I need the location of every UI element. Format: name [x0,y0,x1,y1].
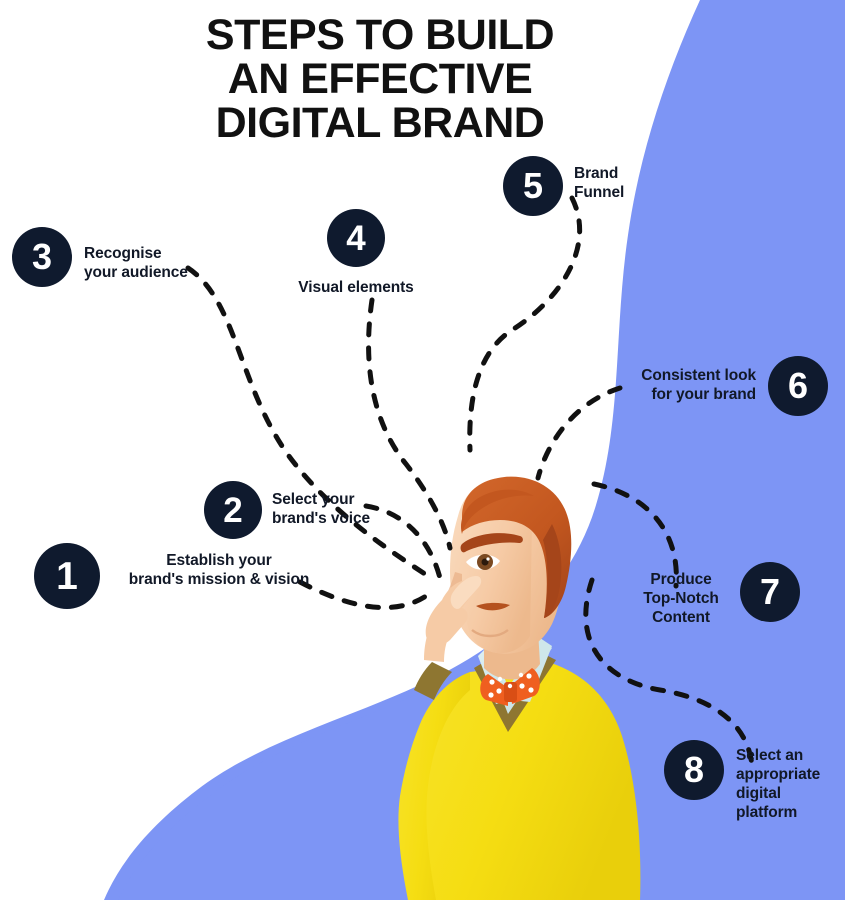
character-hair-side [543,524,562,618]
step-badge-2[interactable]: 2 [204,481,262,539]
character-mouth [476,602,510,611]
connector-step-7 [591,481,679,589]
step-label-4: Visual elements [298,279,414,296]
step-badge-5[interactable]: 5 [503,156,563,216]
step-badge-8[interactable]: 8 [664,740,724,800]
bowtie-right-wing [510,668,540,704]
blue-shape-lower-left-lobe [118,668,470,900]
title-line-3: DIGITAL BRAND [215,98,545,147]
step-label-2: Select your brand's voice [272,491,371,527]
index-finger [450,576,482,609]
sleeve-cuff-trim [414,662,452,700]
character-hair [462,476,572,618]
step-label-7: Produce Top-Notch Content [643,571,719,626]
step-badge-1[interactable]: 1 [34,543,100,609]
step-label-8: Select an appropriate digital platform [736,747,821,821]
connector-step-2 [363,503,443,581]
step-label-3: Recognise your audience [84,245,188,281]
connector-step-4 [366,297,453,551]
connector-step-8 [583,577,755,769]
title-line-1: STEPS TO BUILD [205,11,555,59]
character-eye [466,554,500,570]
step-badge-4[interactable]: 4 [327,209,385,267]
step-label-5: Brand Funnel [574,165,625,201]
character-hand-on-chin [424,576,482,662]
step-label-6: Consistent look for your brand [641,367,756,403]
sweater-body [406,662,641,900]
connector-step-5 [467,195,583,453]
bowtie-left-wing [480,674,508,706]
sweater-left-sleeve [398,672,470,900]
step-badge-6[interactable]: 6 [768,356,828,416]
character-chin-crease [471,629,509,638]
blue-organic-shape [104,0,845,900]
step-badge-3[interactable]: 3 [12,227,72,287]
bowtie-knot [504,682,517,702]
connector-step-1 [297,579,429,610]
character-eyebrow [460,533,523,553]
page-title: STEPS TO BUILD AN EFFECTIVE DIGITAL BRAN… [0,11,760,147]
character-hair-fringe [460,489,534,534]
connector-step-3 [185,265,437,583]
title-line-2: AN EFFECTIVE [227,54,533,103]
bowtie-polka-dots [488,672,534,698]
bow-tie [480,668,540,706]
step-badge-7[interactable]: 7 [740,562,800,622]
step-label-1: Establish your brand's mission & vision [128,552,310,588]
